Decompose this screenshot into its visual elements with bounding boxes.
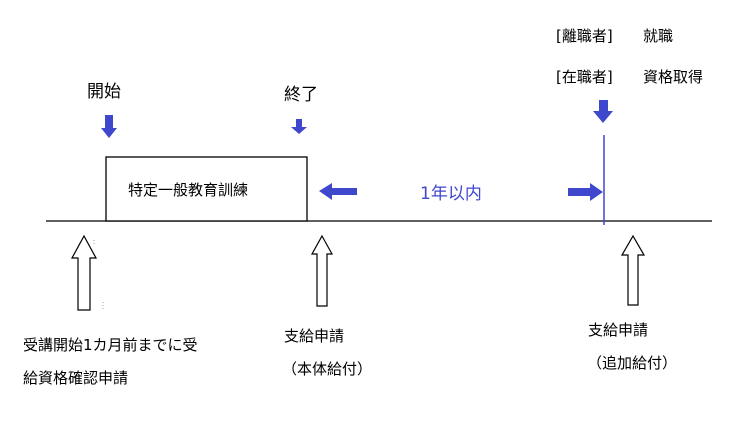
confirm-application-line2: 給資格確認申請 — [23, 369, 129, 387]
benefit-2-up-arrow-icon — [620, 234, 646, 306]
benefit-1-up-arrow-icon — [310, 234, 334, 307]
benefit-type-2: （追加給付） — [587, 354, 678, 372]
right-arrow-icon — [568, 183, 603, 201]
confirm-application-line1: 受講開始1カ月前までに受 — [23, 336, 198, 354]
benefit-type-1: （本体給付） — [282, 360, 373, 378]
benefit-application-1: 支給申請 — [284, 327, 345, 345]
end-down-arrow-icon — [291, 119, 307, 134]
leaver-event: 就職 — [643, 27, 674, 45]
training-period-box — [105, 156, 308, 222]
left-arrow-icon — [319, 183, 357, 200]
employed-event: 資格取得 — [643, 68, 704, 86]
benefit-application-2: 支給申請 — [588, 321, 649, 339]
end-label: 終了 — [284, 85, 318, 105]
confirm-up-arrow-icon — [70, 234, 98, 311]
employed-prefix: [在職者] — [556, 68, 613, 86]
leaver-prefix: [離職者] — [556, 27, 613, 45]
training-box-label: 特定一般教育訓練 — [128, 181, 249, 199]
start-down-arrow-icon — [101, 115, 117, 138]
start-label: 開始 — [87, 82, 121, 102]
within-one-year-label: 1年以内 — [420, 184, 482, 204]
event-down-arrow-icon — [593, 100, 613, 123]
